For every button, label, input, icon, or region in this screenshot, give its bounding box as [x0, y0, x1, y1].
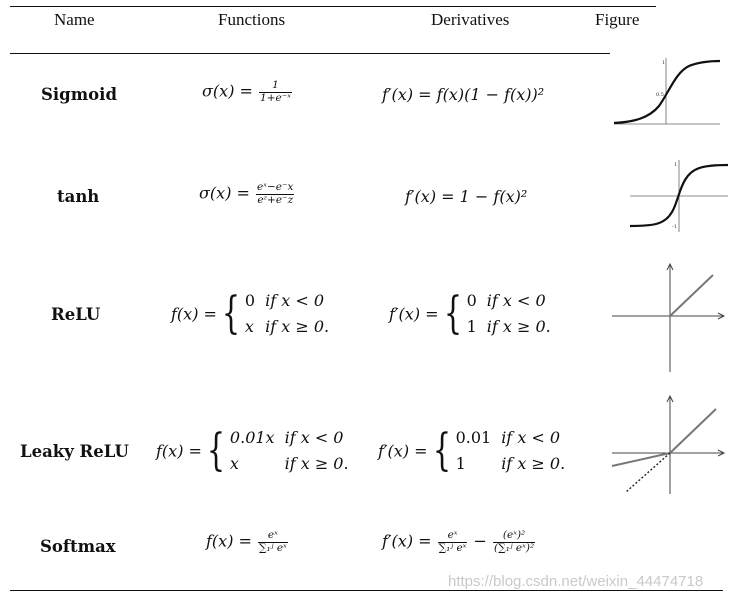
- row-name-relu: ReLU: [51, 305, 101, 324]
- leaky-relu-function-cases: 0.01x if x < 0 x if x ≥ 0.: [230, 425, 359, 477]
- leaky-f-case1-val: 0.01x: [229, 428, 275, 447]
- relu-f-case1-val: 0: [244, 291, 256, 310]
- row-name-leaky-relu: Leaky ReLU: [20, 442, 129, 461]
- tanh-derivative: f′(x) = 1 − f(x)²: [405, 187, 528, 206]
- relu-y-arrow: [666, 262, 674, 271]
- softmax-function-numerator: eˣ: [258, 529, 288, 543]
- watermark: https://blog.csdn.net/weixin_44474718: [448, 573, 704, 590]
- softmax-derivative-denominator-2: (∑₁ʲ eˣ)²: [494, 541, 535, 554]
- softmax-derivative-lhs: f′(x) =: [382, 531, 432, 551]
- softmax-function-fraction: eˣ ∑₁ʲ eˣ: [258, 529, 288, 554]
- header-rule: [10, 53, 610, 54]
- sigmoid-function-denominator: 1+e⁻ˣ: [260, 91, 291, 104]
- leaky-d-case1-cond: if x < 0: [501, 428, 561, 447]
- relu-d-case2-val: 1: [466, 317, 477, 336]
- top-rule: [10, 6, 656, 7]
- sigmoid-function-numerator: 1: [259, 79, 292, 93]
- tanh-function: σ(x) = eˣ−e⁻x eᶻ+e⁻z: [199, 181, 295, 206]
- leaky-f-case1-cond: if x < 0: [284, 428, 344, 447]
- tanh-tick-top: 1: [674, 162, 677, 168]
- tanh-function-lhs: σ(x) =: [199, 183, 250, 203]
- header-figure: Figure: [595, 10, 640, 29]
- relu-d-case1-val: 0: [466, 291, 477, 310]
- softmax-derivative: f′(x) = eˣ ∑₁ʲ eˣ − (eˣ)² (∑₁ʲ eˣ)²: [382, 529, 536, 554]
- sigmoid-figure: 0.5 1: [613, 58, 721, 125]
- sigmoid-tick-05: 0.5: [656, 92, 664, 98]
- relu-derivative: f′(x) ={ 0 if x < 0 1 if x ≥ 0.: [389, 288, 561, 340]
- tanh-figure: 1 -1: [629, 160, 729, 232]
- tanh-tick-bottom: -1: [672, 224, 677, 230]
- leaky-relu-derivative-brace: {: [432, 425, 451, 476]
- header-derivatives: Derivatives: [431, 10, 510, 29]
- softmax-derivative-numerator-1: eˣ: [437, 529, 468, 543]
- row-name-sigmoid: Sigmoid: [41, 85, 117, 104]
- leaky-relu-figure: [611, 394, 726, 494]
- sigmoid-function: σ(x) = 1 1+e⁻ˣ: [202, 79, 293, 104]
- leaky-f-case2-val: x: [229, 454, 239, 473]
- leaky-relu-function-lhs: f(x) =: [156, 441, 202, 461]
- sigmoid-function-fraction: 1 1+e⁻ˣ: [259, 79, 292, 104]
- sigmoid-function-lhs: σ(x) =: [202, 81, 253, 101]
- row-name-tanh: tanh: [57, 187, 100, 206]
- leaky-d-case2-cond: if x ≥ 0.: [501, 454, 566, 473]
- sigmoid-curve: [613, 59, 721, 125]
- relu-x-arrow: [717, 312, 726, 320]
- leaky-relu-derivative-lhs: f′(x) =: [378, 441, 428, 461]
- leaky-negative-line: [611, 452, 671, 467]
- leaky-relu-function-brace: {: [206, 425, 226, 476]
- row-name-softmax: Softmax: [40, 537, 116, 556]
- relu-derivative-cases: 0 if x < 0 1 if x ≥ 0.: [467, 288, 561, 340]
- relu-figure: [612, 262, 726, 372]
- sigmoid-derivative: f′(x) = f(x)(1 − f(x))²: [382, 85, 545, 104]
- relu-positive-line: [669, 274, 714, 317]
- sigmoid-tick-1: 1: [662, 60, 665, 66]
- relu-d-case2-cond: if x ≥ 0.: [486, 317, 551, 336]
- leaky-d-case2-val: 1: [455, 454, 466, 473]
- softmax-derivative-denominator-1: ∑₁ʲ eˣ: [438, 541, 467, 554]
- tanh-function-denominator: eᶻ+e⁻z: [257, 193, 294, 206]
- relu-function: f(x) ={ 0 if x < 0 x if x ≥ 0.: [171, 288, 339, 340]
- leaky-y-arrow: [666, 394, 674, 403]
- relu-f-case1-cond: if x < 0: [265, 291, 325, 310]
- tanh-curve: [629, 163, 729, 228]
- leaky-relu-derivative: f′(x) ={ 0.01 if x < 0 1 if x ≥ 0.: [378, 425, 575, 477]
- leaky-positive-line: [669, 408, 717, 454]
- tanh-function-numerator: eˣ−e⁻x: [256, 181, 295, 195]
- bottom-rule: [10, 590, 723, 591]
- leaky-relu-function: f(x) ={ 0.01x if x < 0 x if x ≥ 0.: [156, 425, 359, 477]
- relu-function-brace: {: [221, 288, 241, 339]
- softmax-function: f(x) = eˣ ∑₁ʲ eˣ: [206, 529, 289, 554]
- leaky-x-arrow: [717, 449, 726, 457]
- softmax-derivative-numerator-2: (eˣ)²: [493, 529, 536, 543]
- relu-derivative-lhs: f′(x) =: [389, 304, 439, 324]
- leaky-d-case1-val: 0.01: [455, 428, 492, 447]
- softmax-derivative-fraction-2: (eˣ)² (∑₁ʲ eˣ)²: [493, 529, 536, 554]
- softmax-function-denominator: ∑₁ʲ eˣ: [259, 541, 287, 554]
- relu-d-case1-cond: if x < 0: [486, 291, 546, 310]
- relu-function-lhs: f(x) =: [171, 304, 217, 324]
- softmax-derivative-fraction-1: eˣ ∑₁ʲ eˣ: [437, 529, 468, 554]
- header-name: Name: [54, 10, 95, 29]
- relu-f-case2-val: x: [244, 317, 254, 336]
- leaky-relu-derivative-cases: 0.01 if x < 0 1 if x ≥ 0.: [456, 425, 576, 477]
- relu-derivative-brace: {: [443, 288, 462, 339]
- tanh-function-fraction: eˣ−e⁻x eᶻ+e⁻z: [256, 181, 295, 206]
- relu-function-cases: 0 if x < 0 x if x ≥ 0.: [245, 288, 339, 340]
- softmax-function-lhs: f(x) =: [206, 531, 252, 551]
- softmax-derivative-operator: −: [473, 531, 487, 551]
- relu-f-case2-cond: if x ≥ 0.: [265, 317, 330, 336]
- header-functions: Functions: [218, 10, 286, 29]
- leaky-f-case2-cond: if x ≥ 0.: [284, 454, 349, 473]
- leaky-dotted-line: [625, 452, 671, 493]
